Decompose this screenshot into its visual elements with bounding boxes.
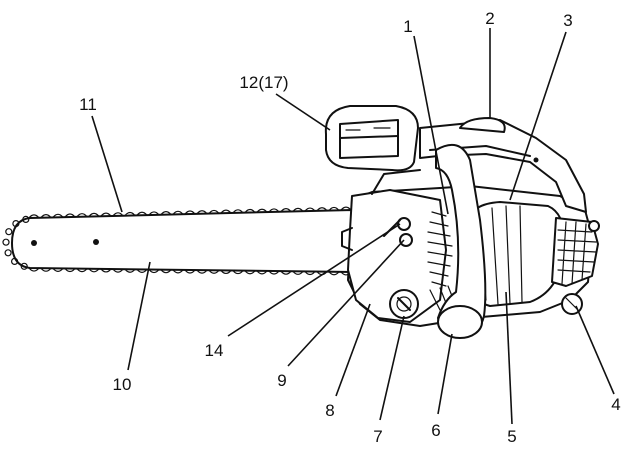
leader-12 [275,93,331,131]
leader-3 [509,31,567,201]
callout-11: 11 [79,95,97,114]
chain-tooth [136,211,148,216]
chain-tooth [244,270,256,275]
chain-tooth [172,210,184,215]
chain-nose-link [4,249,12,257]
callout-5: 5 [507,427,516,446]
chain-tooth [328,206,340,212]
chain-tooth [136,268,148,273]
chain-tooth [40,214,52,219]
chain-nose-link [20,262,28,270]
callout-1: 1 [403,17,412,36]
guide-bar [11,209,353,273]
callout-14: 14 [205,341,224,360]
leader-8 [335,303,371,397]
chain-tooth [64,213,76,218]
chain-tooth [76,268,88,273]
chain-tooth [256,208,268,213]
chain-tooth [220,209,232,214]
chain-tooth [148,268,160,274]
callout-6: 6 [431,421,440,440]
chain-tooth [268,270,280,275]
chain-nose-link [11,257,19,265]
chain-tooth [256,270,268,275]
chain-tooth [340,206,352,211]
leader-lines [91,28,615,425]
chain-tooth [76,213,88,218]
chain-tooth [148,211,160,216]
chain-tooth [232,269,244,275]
chain-tooth [328,271,340,276]
callout-12: 12(17) [239,73,288,92]
chain-tooth [184,269,196,274]
chain-tooth [52,213,64,218]
chain-nose-link [5,228,13,236]
chain-tooth [52,267,64,272]
chain-nose-link [22,215,30,223]
leader-14 [227,223,401,337]
chain-tooth [184,210,196,215]
chain-tooth [172,269,184,274]
chain-tooth [292,270,304,275]
chain-tooth [280,270,292,275]
chain-tooth [112,212,124,217]
leader-6 [437,333,453,415]
chain-tooth [28,214,40,219]
chain-tooth [124,211,136,217]
callout-3: 3 [563,11,572,30]
chain-tooth [64,267,76,273]
chain-tooth [244,208,256,214]
chain-tooth [160,269,172,274]
leader-1 [413,35,449,215]
leader-9 [287,239,405,367]
callout-9: 9 [277,371,286,390]
chain-tooth [268,208,280,213]
chain-nose-link [2,238,10,246]
leader-11 [91,115,123,213]
chain-tooth [316,207,328,212]
chain-tooth [220,269,232,275]
chain-tooth [124,268,136,273]
chain-tooth [232,209,244,214]
chain-tooth [304,270,316,276]
chain-tooth [88,212,100,218]
chain-tooth [112,268,124,273]
callout-8: 8 [325,401,334,420]
callout-4: 4 [611,395,620,414]
callout-2: 2 [485,9,494,28]
chain-tooth [196,210,208,215]
chain-tooth [280,208,292,213]
chain-tooth [196,269,208,274]
chain-tooth [40,267,52,272]
chain-tooth [160,211,172,216]
leader-4 [575,305,615,395]
callout-7: 7 [373,427,382,446]
leader-5 [505,291,513,425]
chain-tooth [304,207,316,212]
leader-7 [379,315,405,421]
chain-tooth [208,269,220,274]
chain-tooth [88,268,100,273]
chain-tooth [100,268,112,273]
chain-tooth [292,207,304,212]
callout-10: 10 [113,375,132,394]
chain-brake-hand-guard [324,105,419,172]
chain-tooth [208,209,220,215]
chain-nose-link [12,220,20,228]
leader-10 [127,261,151,371]
callout-labels: 1 2 3 4 5 6 7 8 9 10 11 12(17) 14 [79,9,621,446]
saw-chain [2,206,352,276]
chain-tooth [100,212,112,217]
chain-tooth [28,267,40,272]
front-handle [435,143,487,339]
